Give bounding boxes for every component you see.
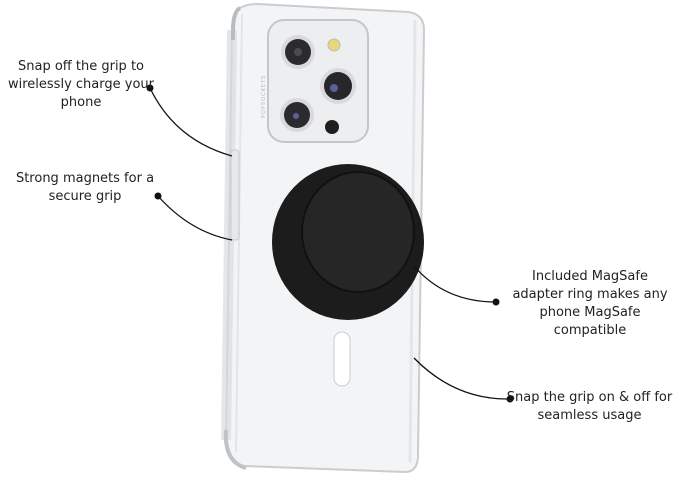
callout-lines [149, 87, 511, 400]
callout-line-2 [157, 195, 233, 241]
callout-dot-1 [146, 84, 154, 92]
magsafe-slot [333, 331, 351, 387]
callout-line-3 [413, 265, 497, 303]
callout-dots [146, 84, 514, 403]
popgrip [272, 164, 424, 320]
callout-strong-magnets: Strong magnets for a secure grip [15, 171, 155, 204]
callout-dot-4 [506, 395, 514, 403]
callout-magsafe-adapter: Included MagSafe adapter ring makes any … [512, 269, 668, 338]
callout-line-1 [149, 87, 233, 157]
callout-dot-3 [492, 298, 500, 306]
callout-dot-2 [154, 192, 162, 200]
callout-wireless-charge: Snap off the grip to wirelessly charge y… [8, 59, 154, 110]
brand-logo: POPSOCKETS [261, 75, 267, 118]
camera-module: POPSOCKETS [261, 19, 369, 143]
callout-line-4 [413, 357, 511, 400]
callout-snap-on-off: Snap the grip on & off for seamless usag… [506, 390, 673, 423]
